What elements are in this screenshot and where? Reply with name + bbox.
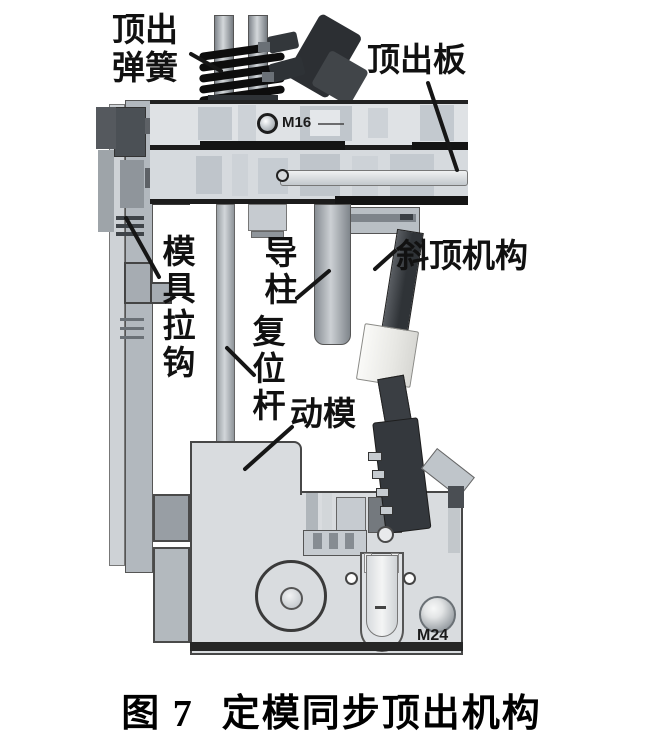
hook-mid-block xyxy=(120,160,144,208)
m24-boss-circle xyxy=(419,596,456,633)
m24-label: M24 xyxy=(417,627,449,644)
figure-caption: 图 7 定模同步顶出机构 xyxy=(0,682,663,737)
hook-foot xyxy=(124,262,152,304)
hook-rung xyxy=(116,224,144,228)
figure-number: 图 7 xyxy=(121,693,194,735)
hook-rung xyxy=(120,336,144,339)
horizontal-rod xyxy=(280,170,468,186)
guide-pillar-cylinder xyxy=(314,204,351,345)
mold-pull-hook-label: 模具拉钩 xyxy=(157,234,193,382)
cavity-wall-stripe xyxy=(322,493,332,555)
ejector-spring-label-line2: 弹簧 xyxy=(112,51,178,87)
plate-mid-band-thick xyxy=(412,142,468,150)
plate-ghost xyxy=(198,107,232,140)
small-hole xyxy=(345,572,358,585)
hook-top-dark-block xyxy=(114,107,146,157)
fitting-stub xyxy=(258,42,270,52)
m16-label: M16 xyxy=(282,114,312,131)
lifter-foot-step xyxy=(380,506,393,515)
fitting-nut xyxy=(266,31,300,54)
ejector-spring-label-line1: 顶出 xyxy=(112,13,178,49)
support-block-upper xyxy=(153,494,190,542)
lifter-foot-step xyxy=(368,452,382,461)
lifter-foot-step xyxy=(372,470,385,479)
return-rod-label: 复位杆 xyxy=(247,314,283,425)
hook-rung xyxy=(120,327,144,330)
ejector-spring-label: 顶出 弹簧 xyxy=(112,12,178,88)
plate-ghost xyxy=(238,105,256,141)
plate-small-circle xyxy=(276,169,289,182)
stub-cylinder-cap xyxy=(251,231,284,238)
hook-rung xyxy=(116,216,144,220)
hook-corner-dark xyxy=(96,107,116,149)
plate-ghost xyxy=(368,108,388,138)
boss-inner-circle xyxy=(280,587,303,610)
guide-pillar-label: 导柱 xyxy=(259,235,295,309)
lifter-bracket-dash xyxy=(400,214,413,220)
plate-ghost xyxy=(232,154,248,196)
cavity-slit xyxy=(329,533,338,549)
return-rod-cylinder xyxy=(216,204,235,444)
plate-ghost xyxy=(310,110,340,136)
mold-bottom-band xyxy=(190,642,463,651)
plate-top-edge xyxy=(150,100,468,104)
hook-rung xyxy=(116,232,144,236)
lifter-mechanism-label: 斜顶机构 xyxy=(396,239,528,275)
pin-cylinder xyxy=(366,555,398,637)
hook-rung xyxy=(120,318,144,321)
support-block-lower xyxy=(153,547,190,643)
lifter-foot-step xyxy=(376,488,389,497)
plate-bottom-band xyxy=(150,199,468,204)
lifter-bracket-stripe xyxy=(332,214,416,222)
foot-hole-circle xyxy=(377,526,394,543)
cavity-slit xyxy=(345,533,354,549)
pin-dash xyxy=(375,606,386,609)
fitting-base xyxy=(208,95,278,103)
slide-dark-tab xyxy=(448,486,464,508)
plate-bottom-band-thick xyxy=(335,196,468,205)
cavity-slit xyxy=(313,533,322,549)
fitting-stub xyxy=(262,72,274,82)
m16-bolt-circle xyxy=(257,113,278,134)
plate-ghost xyxy=(196,156,222,194)
plate-ghost xyxy=(420,105,454,141)
ejector-plate-label: 顶出板 xyxy=(367,43,466,79)
stub-cylinder xyxy=(248,204,287,231)
hook-corner-light xyxy=(98,150,114,232)
plate-mid-band-thick xyxy=(200,141,345,150)
moving-mold-label: 动模 xyxy=(290,397,356,433)
figure-title: 定模同步顶出机构 xyxy=(221,693,542,735)
small-hole xyxy=(403,572,416,585)
hook-foot-step xyxy=(150,282,172,304)
cavity-wall-stripe xyxy=(448,493,460,553)
